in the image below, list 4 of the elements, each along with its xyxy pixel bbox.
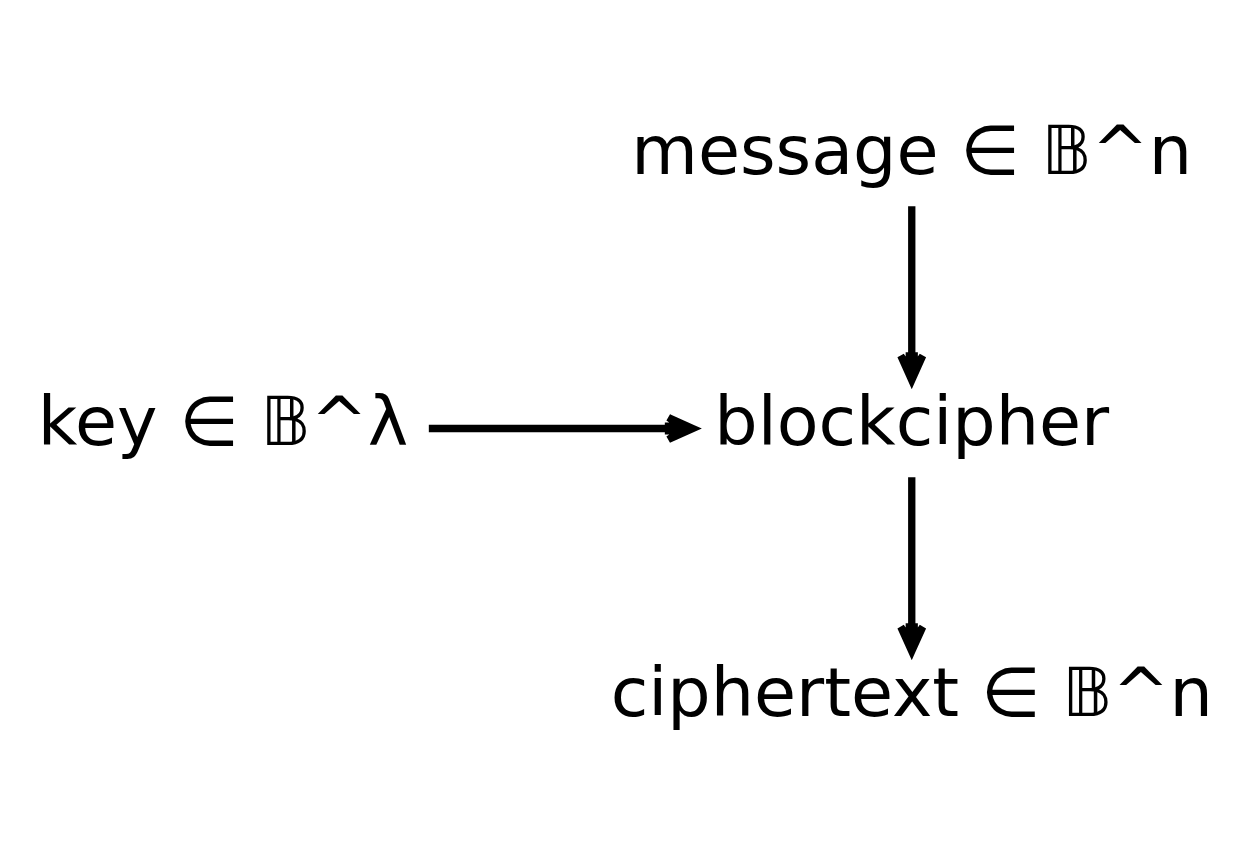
node-text: key ∈ 𝔹^λ [37, 382, 409, 462]
node-text: ciphertext ∈ 𝔹^n [610, 653, 1213, 733]
node-text: blockcipher [714, 382, 1110, 462]
node-text: message ∈ 𝔹^n [631, 111, 1193, 191]
